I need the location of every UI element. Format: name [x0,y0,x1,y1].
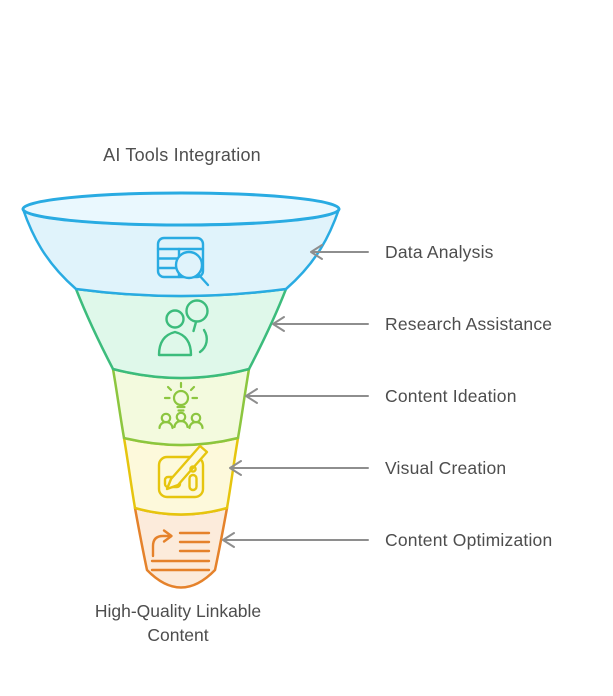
design-edit-icon [157,444,209,499]
stage-label-content-ideation: Content Ideation [385,386,517,406]
stage-label-visual-creation: Visual Creation [385,458,507,478]
funnel-top-rim [21,191,341,227]
funnel-stage-content-optimization [133,506,229,589]
diagram-title: AI Tools Integration [103,145,261,165]
stage-label-content-optimization: Content Optimization [385,530,553,550]
stage-label-data-analysis: Data Analysis [385,242,494,262]
connector-content-ideation [245,388,369,404]
table-search-icon [156,236,210,287]
arrow-list-icon [150,529,211,572]
connector-visual-creation [229,460,369,476]
connector-research-assistance [272,316,369,332]
stage-label-research-assistance: Research Assistance [385,314,553,334]
connector-data-analysis [310,244,369,260]
connector-content-optimization [222,532,369,548]
funnel-output-label: High-Quality Linkable Content [94,601,262,645]
lightbulb-team-icon [158,381,204,430]
person-magnifier-icon [157,299,209,357]
connector-arrows [222,244,369,548]
